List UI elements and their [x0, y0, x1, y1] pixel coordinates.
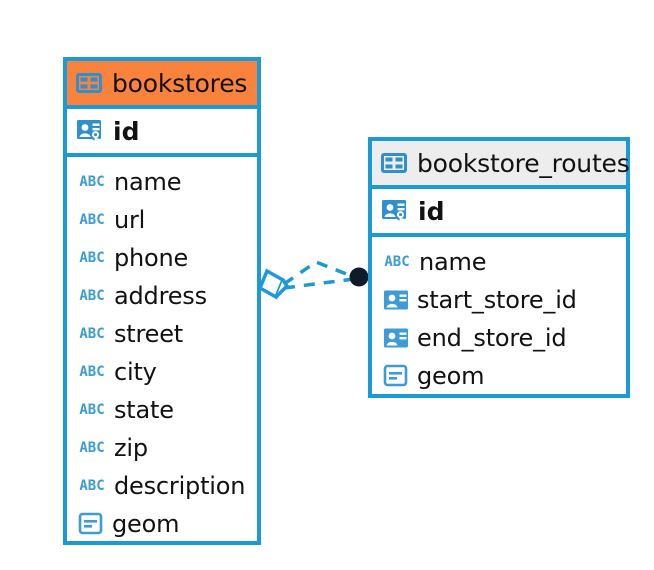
field-row[interactable]: ABC name	[67, 163, 257, 201]
field-row[interactable]: start_store_id	[372, 281, 626, 319]
text-type-icon: ABC	[79, 288, 105, 304]
field-row[interactable]: geom	[372, 357, 626, 395]
relationship-line-upper	[283, 260, 355, 286]
text-type-icon: ABC	[79, 212, 105, 228]
field-row[interactable]: ABC phone	[67, 239, 257, 277]
field-row[interactable]: ABC state	[67, 391, 257, 429]
entity-title: bookstore_routes	[417, 148, 630, 178]
filled-dot-endpoint	[349, 267, 369, 287]
geometry-type-icon	[383, 364, 409, 388]
field-row[interactable]: ABC description	[67, 467, 257, 505]
field-label: zip	[114, 434, 148, 462]
field-list: ABC name start_store_id	[372, 237, 626, 401]
field-row[interactable]: geom	[67, 505, 257, 543]
primary-key-label: id	[113, 116, 140, 146]
primary-key-icon	[381, 198, 409, 224]
primary-key-row[interactable]: id	[372, 189, 626, 237]
field-label: street	[114, 320, 183, 348]
field-label: city	[114, 358, 157, 386]
text-type-icon: ABC	[384, 254, 410, 270]
geometry-type-icon	[78, 512, 104, 536]
entity-table-bookstore-routes[interactable]: bookstore_routes id ABC	[368, 137, 630, 398]
text-type-icon: ABC	[79, 326, 105, 342]
field-list: ABC name ABC url ABC phone ABC address A…	[67, 157, 257, 549]
field-label: geom	[417, 362, 485, 390]
primary-key-row[interactable]: id	[67, 109, 257, 157]
relationship-line-lower	[283, 277, 355, 290]
field-label: geom	[112, 510, 180, 538]
field-row[interactable]: end_store_id	[372, 319, 626, 357]
field-label: state	[114, 396, 174, 424]
text-type-icon: ABC	[79, 440, 105, 456]
entity-header-bookstores: bookstores	[67, 61, 257, 109]
text-type-icon: ABC	[79, 250, 105, 266]
field-label: name	[114, 168, 182, 196]
table-icon	[381, 153, 407, 173]
field-label: address	[114, 282, 207, 310]
text-type-icon: ABC	[79, 174, 105, 190]
field-row[interactable]: ABC zip	[67, 429, 257, 467]
field-row[interactable]: ABC url	[67, 201, 257, 239]
field-label: name	[419, 248, 487, 276]
foreign-key-icon	[383, 327, 409, 349]
field-row[interactable]: ABC city	[67, 353, 257, 391]
entity-title: bookstores	[112, 68, 248, 98]
foreign-key-icon	[383, 289, 409, 311]
text-type-icon: ABC	[79, 478, 105, 494]
text-type-icon: ABC	[79, 402, 105, 418]
text-type-icon: ABC	[79, 364, 105, 380]
field-label: url	[114, 206, 146, 234]
field-row[interactable]: ABC street	[67, 315, 257, 353]
entity-header-bookstore-routes: bookstore_routes	[372, 141, 630, 189]
field-row[interactable]: ABC address	[67, 277, 257, 315]
primary-key-label: id	[418, 196, 445, 226]
field-label: end_store_id	[417, 324, 567, 352]
field-row[interactable]: ABC name	[372, 243, 626, 281]
field-label: start_store_id	[417, 286, 577, 314]
table-icon	[76, 73, 102, 93]
primary-key-icon	[76, 118, 104, 144]
entity-table-bookstores[interactable]: bookstores id ABC	[63, 57, 261, 545]
field-label: phone	[114, 244, 189, 272]
crows-foot-diamond-endpoint	[257, 268, 290, 300]
field-label: description	[114, 472, 246, 500]
